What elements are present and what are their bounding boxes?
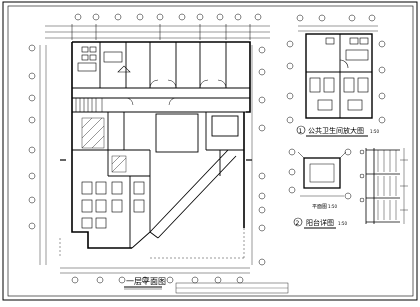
top-left-fixtures — [77, 46, 131, 73]
balcony-title-number: 2 — [296, 220, 300, 227]
hatched-area — [81, 117, 127, 173]
door-swings — [125, 79, 227, 106]
staircase — [71, 97, 103, 113]
dining-tables — [81, 181, 145, 229]
balcony-title-number-circle — [293, 217, 303, 227]
balcony-scale: 1:50 — [338, 221, 347, 226]
toilet-scale: 1:50 — [370, 129, 379, 134]
top-axis-bubbles — [74, 13, 262, 21]
toilet-title-number: 1 — [299, 128, 303, 135]
outer-frame — [2, 1, 418, 301]
toilet-detail-title: 公共卫生间放大图 — [308, 126, 364, 135]
dim-ticks — [71, 24, 251, 40]
middle-rooms — [72, 112, 239, 248]
toilet-detail-plan — [286, 14, 386, 124]
balcony-plan-label: 平面图 — [312, 204, 327, 210]
diagonal-wing — [131, 149, 244, 249]
inner-frame — [7, 5, 414, 297]
top-rooms — [72, 42, 250, 113]
toilet-title-number-circle — [296, 125, 306, 135]
left-axis-bubbles — [28, 44, 36, 230]
exterior-walls — [71, 41, 251, 249]
main-floor-plan — [28, 13, 270, 284]
roof-dashed-lines — [59, 228, 245, 259]
right-axis-bubbles — [258, 46, 266, 266]
balcony-detail — [288, 148, 408, 224]
balcony-plan-scale: 1:50 — [328, 204, 337, 209]
balcony-detail-title: 阳台详图 — [306, 218, 334, 227]
main-plan-title: 一层平面图 — [126, 277, 166, 286]
